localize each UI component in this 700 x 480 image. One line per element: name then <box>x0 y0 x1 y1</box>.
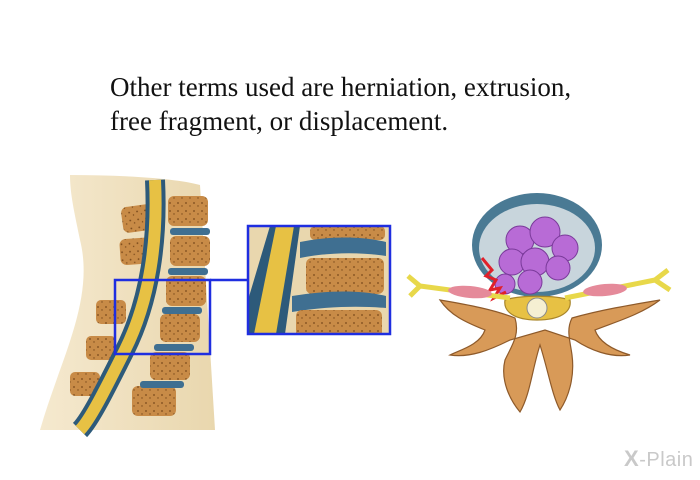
caption: Other terms used are herniation, extrusi… <box>110 70 670 138</box>
zoom-inset <box>246 224 392 336</box>
caption-line-1: Other terms used are herniation, extrusi… <box>110 72 572 102</box>
nucleus-pulposus <box>494 216 579 295</box>
logo-text: -Plain <box>639 449 694 471</box>
logo-mark: X <box>624 446 640 471</box>
axial-vertebra <box>406 193 672 414</box>
highlight-box <box>113 278 212 356</box>
xplain-logo: X-Plain <box>624 446 693 472</box>
vertebrae <box>70 196 210 416</box>
discs <box>140 228 210 388</box>
muscle-right <box>583 283 627 297</box>
muscle-left <box>448 285 492 299</box>
spinal-cord <box>75 179 162 435</box>
cervical-spine-side-view <box>40 175 215 438</box>
zoom-inset-frame <box>246 224 392 336</box>
caption-line-2: free fragment, or displacement. <box>110 106 449 136</box>
